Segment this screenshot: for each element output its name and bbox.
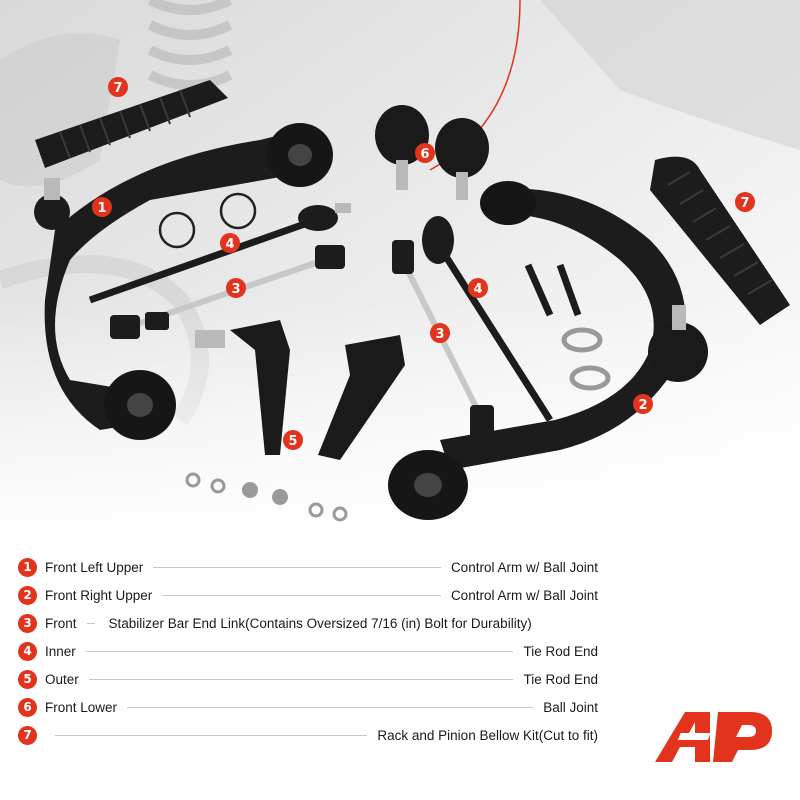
legend-right-label: Ball Joint [537,699,598,715]
leader-line [127,706,534,708]
legend-row: 2 Front Right Upper Control Arm w/ Ball … [18,581,598,609]
leader-line [86,622,95,624]
legend-number: 4 [18,641,37,661]
inner-tie-rod-left [88,203,351,304]
parts-photo: 7 1 4 3 5 6 7 [0,0,800,545]
callout-3-right: 3 [430,323,450,343]
svg-text:3: 3 [231,282,240,297]
svg-text:3: 3 [435,327,444,342]
legend-left-label: Front Left Upper [45,559,150,575]
legend-row: 7 Rack and Pinion Bellow Kit(Cut to fit) [18,721,598,749]
control-arm-right [388,181,708,520]
callout-3-left: 3 [226,278,246,298]
callout-2: 2 [633,394,653,414]
legend-number: 1 [18,557,37,577]
legend-left-label: Front Right Upper [45,587,159,603]
bellow-boot-right [650,156,790,325]
legend-left-label: Front [45,615,83,631]
svg-text:6: 6 [420,147,429,162]
svg-text:7: 7 [113,81,122,96]
callout-4-right: 4 [468,278,488,298]
callout-1: 1 [92,197,112,217]
svg-text:5: 5 [288,434,297,449]
legend-row: 3 Front Stabilizer Bar End Link(Contains… [18,609,598,637]
legend-number: 5 [18,669,37,689]
legend-right-label: Tie Rod End [517,643,598,659]
callout-7-right: 7 [735,192,755,212]
legend-left-label: Front Lower [45,699,124,715]
callout-4-left: 4 [220,233,240,253]
legend-row: 5 Outer Tie Rod End [18,665,598,693]
svg-text:7: 7 [740,196,749,211]
svg-text:4: 4 [225,237,234,252]
svg-text:4: 4 [473,282,482,297]
snap-rings [158,192,257,249]
control-arm-left [34,123,333,440]
legend-row: 6 Front Lower Ball Joint [18,693,598,721]
legend-number: 7 [18,725,37,745]
legend-row: 4 Inner Tie Rod End [18,637,598,665]
legend-right-label: Control Arm w/ Ball Joint [444,559,598,575]
leader-line [85,650,514,652]
callout-7-left: 7 [108,77,128,97]
outer-tie-rods [195,320,405,460]
legend-left-label: Outer [45,671,85,687]
legend-row: 1 Front Left Upper Control Arm w/ Ball J… [18,553,598,581]
leader-line [88,678,514,680]
stabilizer-link-left [110,245,345,339]
inner-tie-rod-right [422,216,553,422]
stabilizer-link-right [392,240,494,439]
callout-6: 6 [415,143,435,163]
callout-5: 5 [283,430,303,450]
brand-logo [650,707,775,770]
legend-right-label: Control Arm w/ Ball Joint [444,587,598,603]
legend-number: 6 [18,697,37,717]
svg-text:1: 1 [97,201,106,216]
legend-number: 2 [18,585,37,605]
legend-number: 3 [18,613,37,633]
svg-text:2: 2 [638,398,647,413]
parts-legend: 1 Front Left Upper Control Arm w/ Ball J… [18,553,598,749]
bellow-boot-left [35,80,228,168]
legend-right-label: Tie Rod End [517,671,598,687]
leader-line [153,566,441,568]
legend-left-label: Inner [45,643,82,659]
legend-right-label: Stabilizer Bar End Link(Contains Oversiz… [98,615,532,631]
bolts-washers [185,263,611,522]
leader-line [55,734,368,736]
legend-right-label: Rack and Pinion Bellow Kit(Cut to fit) [371,727,598,743]
leader-line [162,594,441,596]
